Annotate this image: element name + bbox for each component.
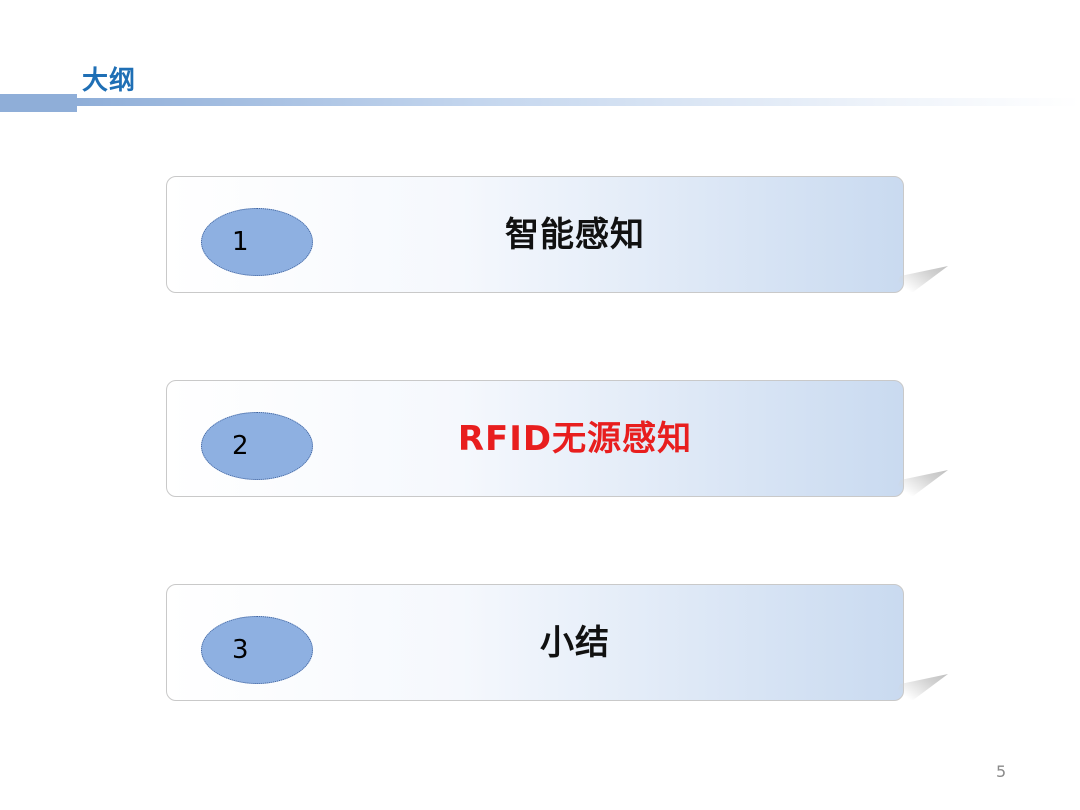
number-badge-1-label: 1 [232,227,249,257]
number-badge-2: 2 [201,412,313,480]
outline-item-3: 3 小结 [166,584,904,701]
outline-item-1: 1 智能感知 [166,176,904,293]
outline-item-2-label: RFID无源感知 [457,419,693,459]
number-badge-2-label: 2 [232,431,249,461]
outline-item-2: 2 RFID无源感知 [166,380,904,497]
number-badge-3: 3 [201,616,313,684]
outline-item-3-label: 小结 [540,623,610,663]
page-number: 5 [996,762,1007,781]
outline-item-1-label: 智能感知 [505,215,645,255]
number-badge-1: 1 [201,208,313,276]
title-accent-block [0,94,77,112]
page-title: 大纲 [82,66,137,96]
title-gradient-divider [77,98,1080,106]
number-badge-3-label: 3 [232,635,249,665]
